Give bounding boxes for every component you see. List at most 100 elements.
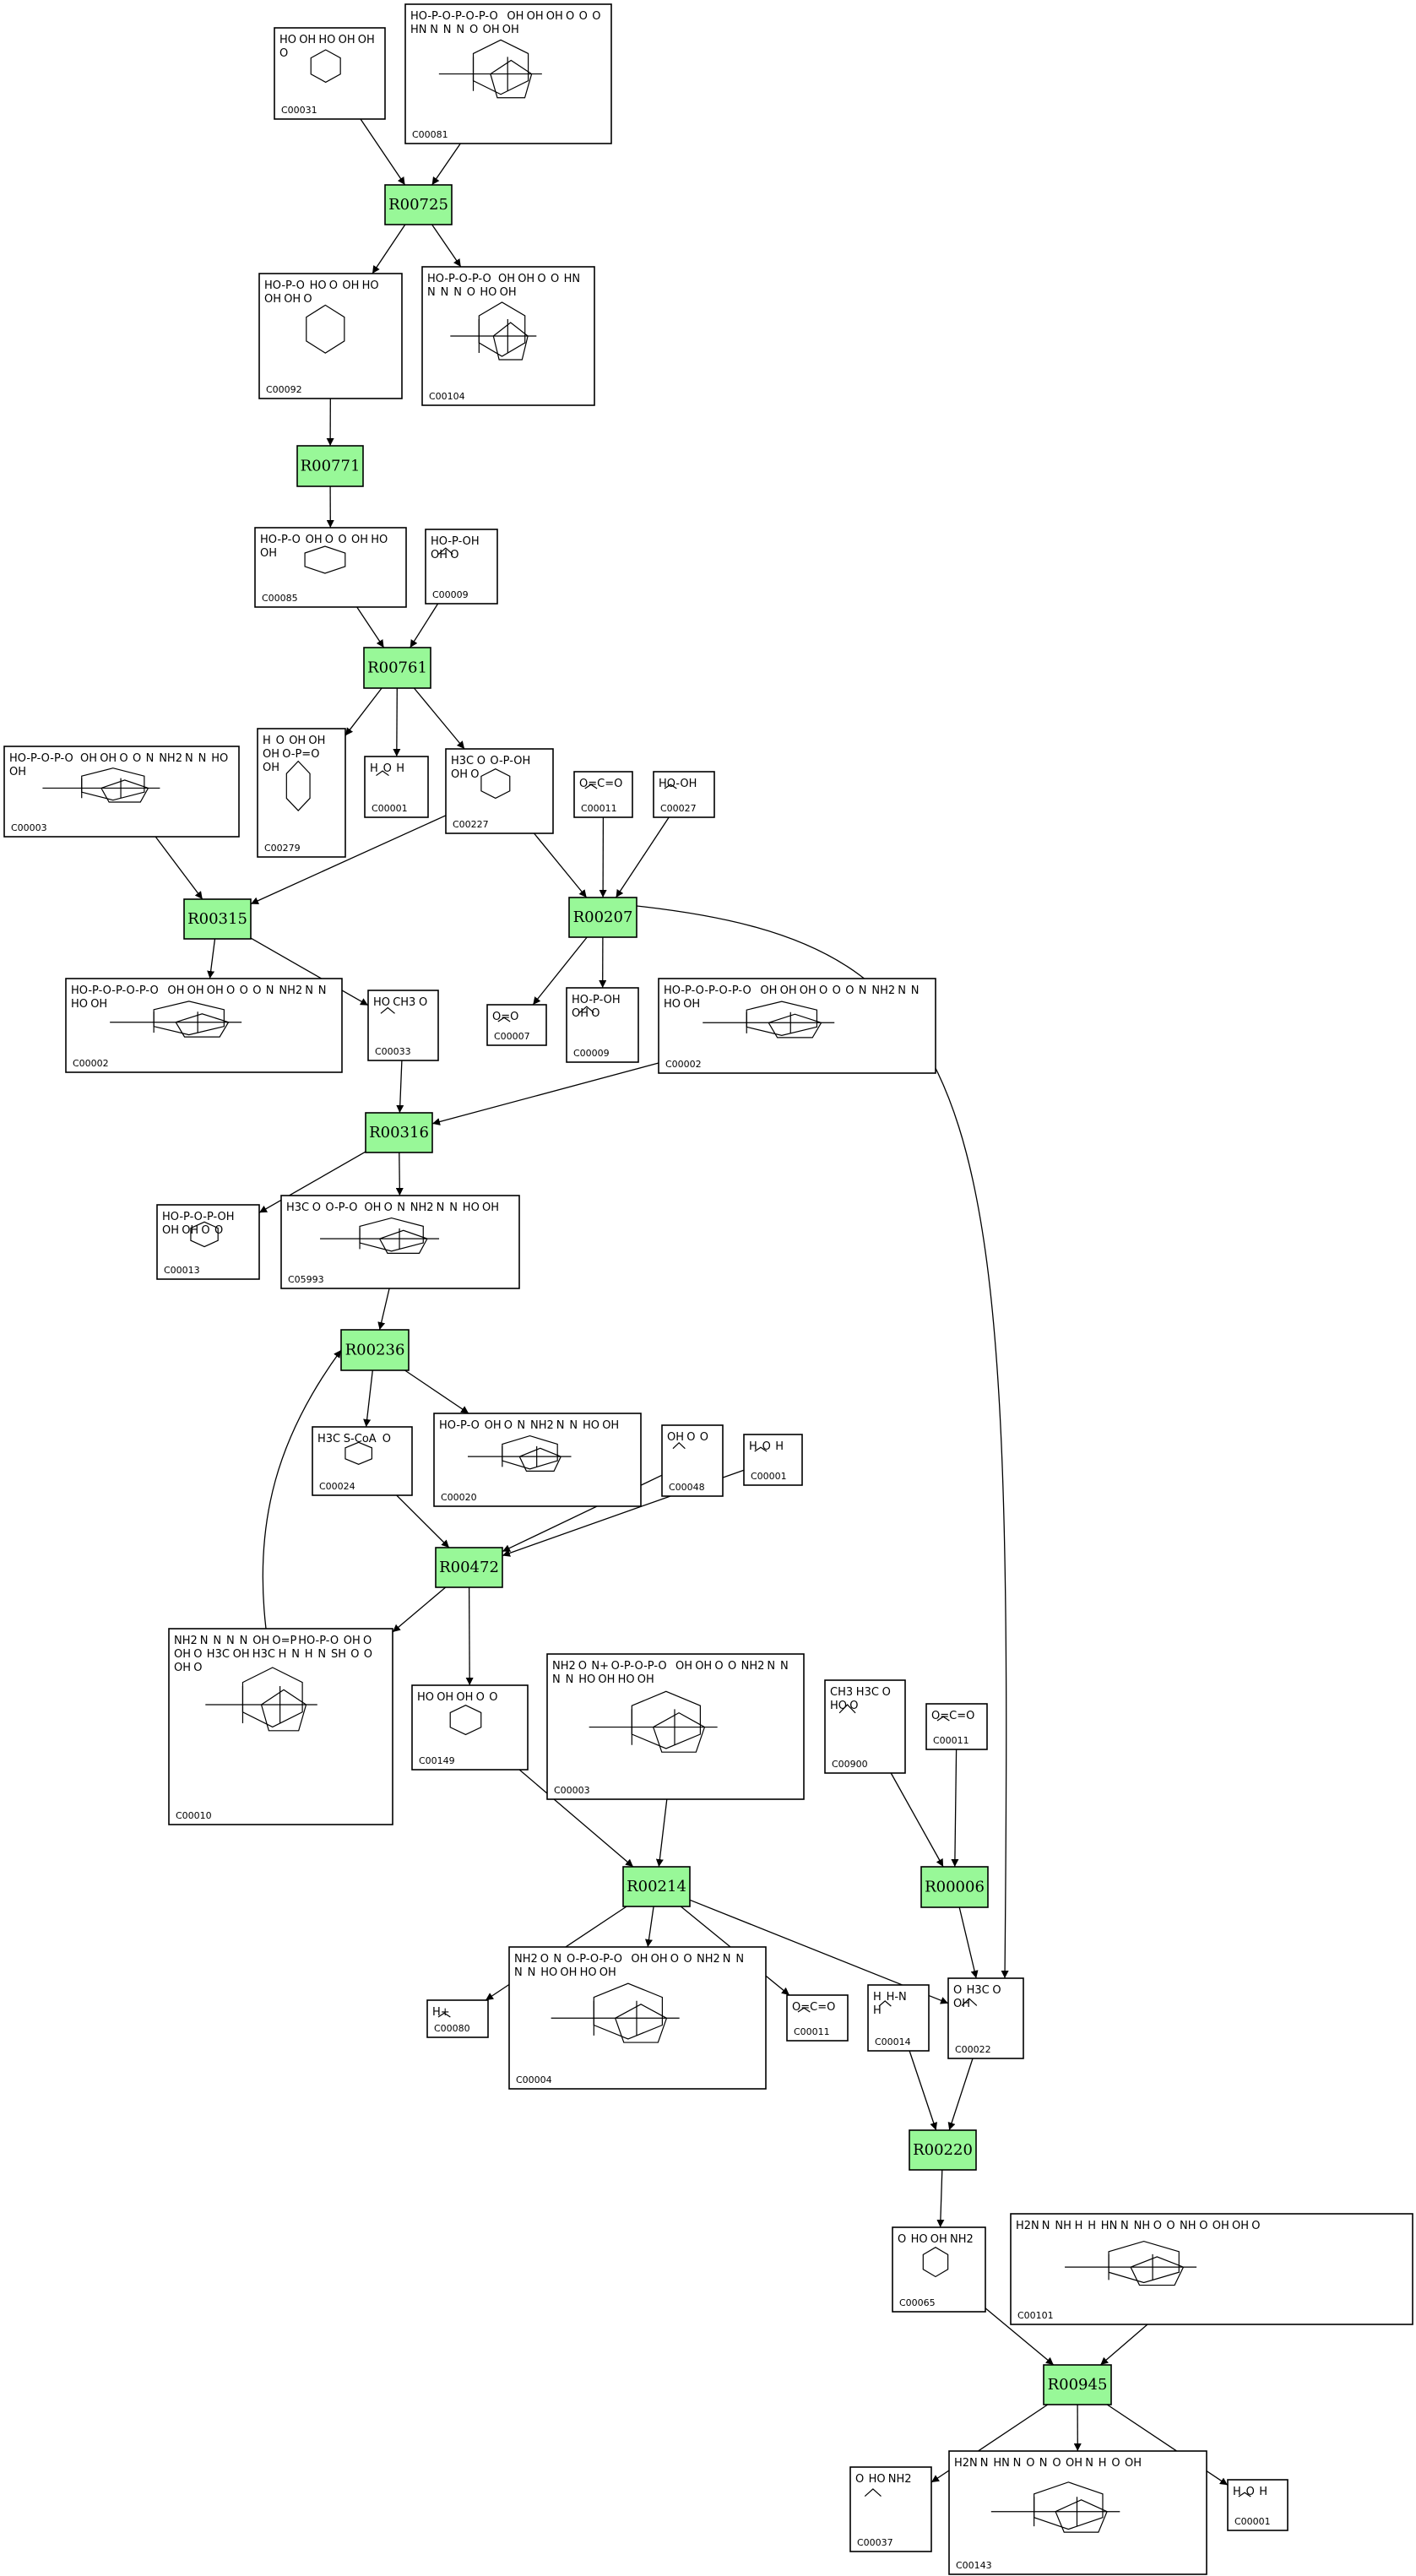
structure-drawing [110, 1001, 241, 1037]
atom-label: O [898, 2233, 906, 2246]
atom-label: H3C [967, 1984, 990, 1997]
atom-label: OH [683, 998, 700, 1011]
bond-lines [585, 784, 597, 789]
reaction-r00472[interactable]: R00472 [435, 1547, 503, 1588]
atom-label: N [317, 1648, 326, 1661]
atom-label: NH2 [159, 752, 182, 765]
atom-label: H2N [1016, 2220, 1039, 2232]
reaction-id-label: R00214 [627, 1878, 686, 1895]
compound-frame [573, 771, 633, 818]
reaction-r00214[interactable]: R00214 [622, 1866, 691, 1907]
reaction-r00725[interactable]: R00725 [384, 184, 453, 225]
compound-id-label: C00020 [441, 1492, 477, 1503]
compound-frame [743, 1434, 803, 1486]
compound-id-label: C00085 [262, 593, 298, 604]
atom-label: NH2 [697, 1953, 720, 1966]
edge-c00024-to-r00472 [396, 1494, 450, 1548]
structure-drawing [579, 1006, 594, 1012]
bond-lines [502, 1436, 557, 1469]
atom-label: NH [1180, 2220, 1196, 2232]
compound-id-label: C00227 [453, 819, 489, 830]
edge-r00316-to-c00013 [258, 1151, 366, 1213]
reaction-r00006[interactable]: R00006 [920, 1866, 989, 1908]
structure-drawing [286, 762, 310, 811]
atom-label: NH [1055, 2220, 1071, 2232]
structure-drawing [481, 769, 510, 799]
reaction-r00761[interactable]: R00761 [363, 647, 431, 689]
atom-label: O [383, 762, 392, 775]
compound-frame [65, 978, 343, 1073]
edge-r00472-to-c00010 [392, 1586, 447, 1633]
reaction-r00315[interactable]: R00315 [183, 898, 252, 940]
atom-label: H-N [887, 1991, 907, 2004]
reaction-box [920, 1866, 989, 1908]
atom-label: OH [306, 534, 323, 546]
bond-lines [665, 784, 676, 789]
atom-label: N [430, 24, 438, 36]
bond-lines [879, 2001, 891, 2006]
atom-label: O [329, 279, 338, 292]
atom-label: OH [252, 1635, 269, 1647]
reaction-r00945[interactable]: R00945 [1043, 2364, 1112, 2405]
compound-c00080[interactable]: H+C00080 [426, 1999, 489, 2038]
compound-id-label: C00007 [494, 1031, 530, 1042]
reaction-box [365, 1112, 433, 1153]
atom-label: OH [1066, 2457, 1082, 2470]
reaction-r00316[interactable]: R00316 [365, 1112, 433, 1153]
edge-c00227-to-r00207 [533, 832, 588, 898]
structure-drawing [839, 1705, 855, 1713]
atom-label: OH [631, 1953, 648, 1966]
structure-drawing [439, 40, 542, 97]
reaction-r00771[interactable]: R00771 [296, 445, 364, 487]
atom-label: OH [9, 766, 26, 778]
atom-label: N [780, 1660, 789, 1673]
bond-lines [1055, 2500, 1107, 2532]
structure-drawing [305, 546, 345, 573]
structure-drawing [191, 1222, 218, 1246]
atom-label: N [291, 1648, 300, 1661]
reaction-r00220[interactable]: R00220 [909, 2129, 977, 2171]
atom-label: O=C=O [931, 1710, 974, 1722]
atom-label: H3C [252, 1648, 275, 1661]
reaction-r00207[interactable]: R00207 [568, 897, 637, 938]
reaction-r00236[interactable]: R00236 [340, 1329, 410, 1371]
